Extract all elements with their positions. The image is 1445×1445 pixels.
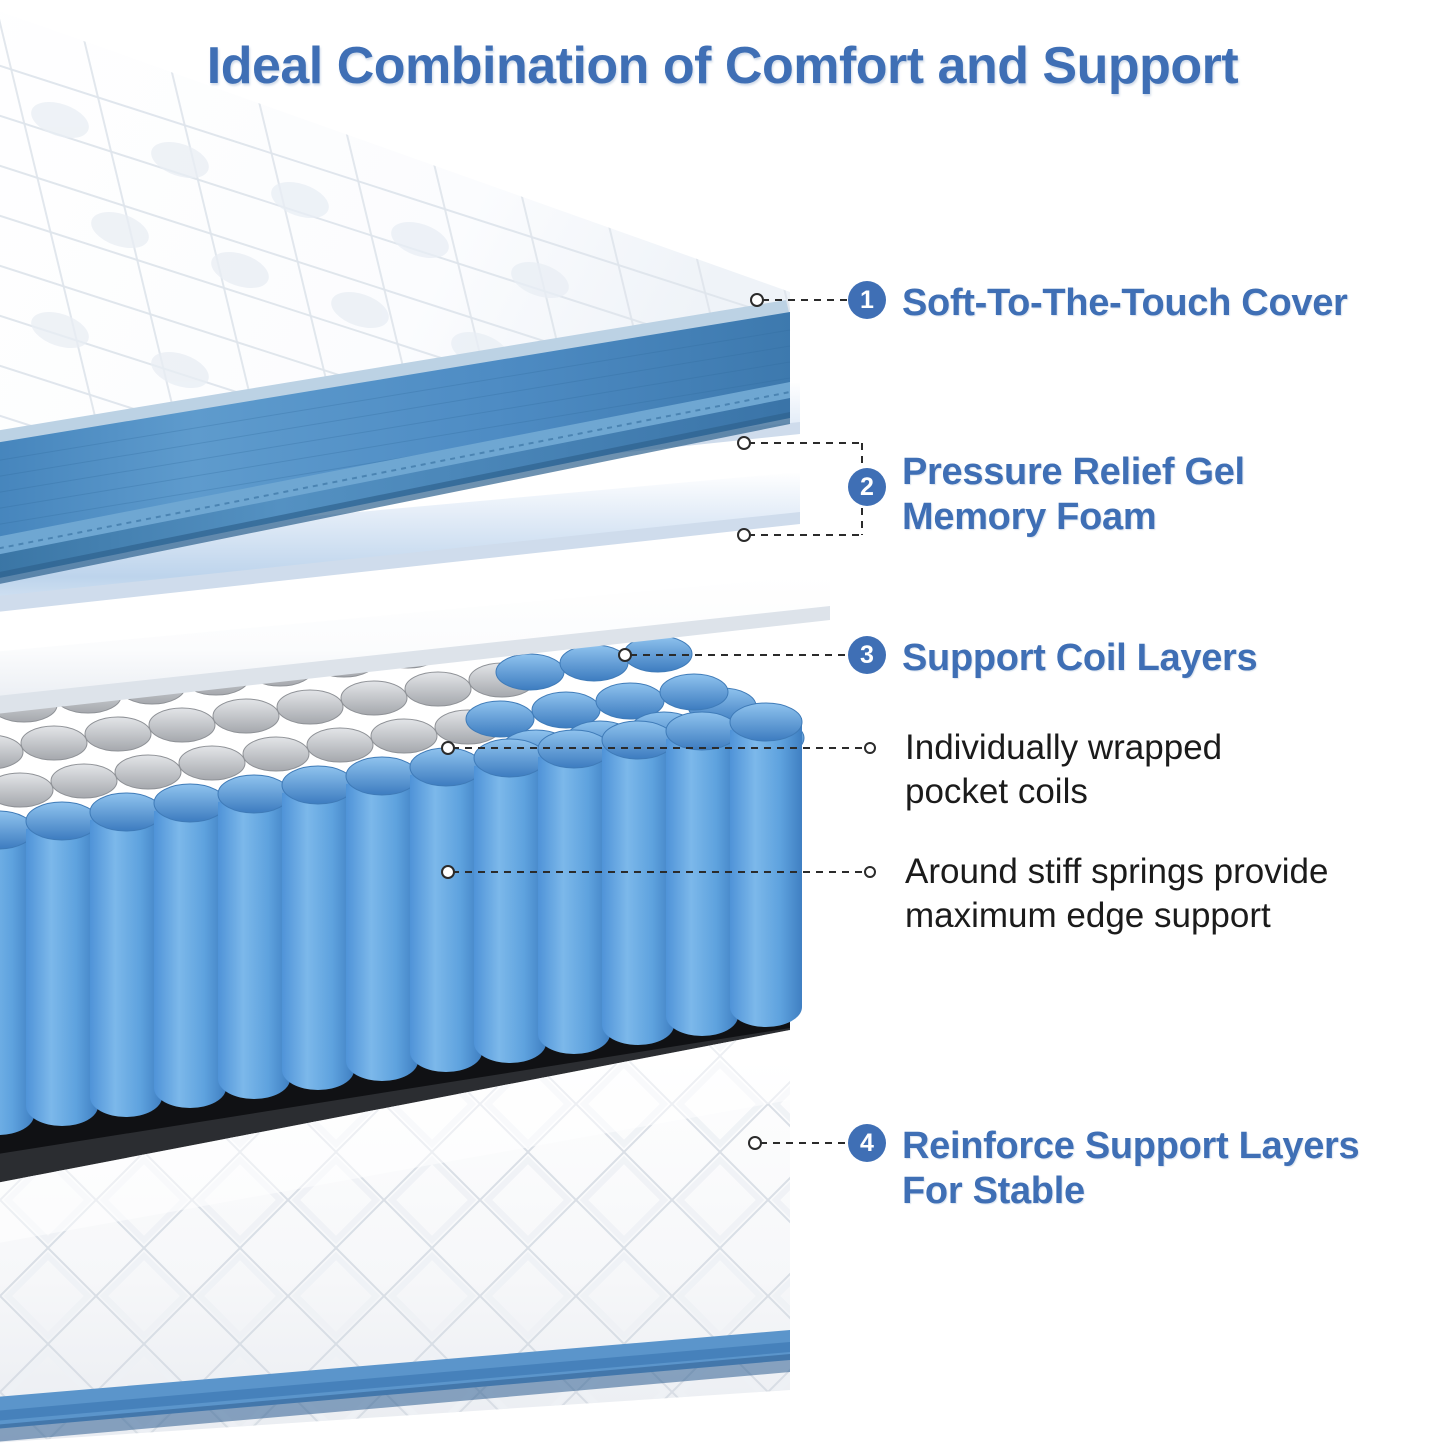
edge-support-coils-front [0, 702, 803, 1135]
layer-pocket-coil-unit [0, 624, 805, 1135]
sub-callout-2-line-2: maximum edge support [905, 895, 1271, 935]
sub-callout-1-line-1: Individually wrapped [905, 728, 1223, 767]
layer-support-foam-slab [0, 574, 830, 714]
callout-badge-1: 1 [848, 281, 886, 319]
mattress-cutaway-illustration [0, 0, 830, 1443]
callout-badge-4: 4 [848, 1124, 886, 1162]
leader-dot-sub-1 [441, 741, 455, 755]
callout-label-1-line-1: Soft-To-The-Touch Cover [902, 282, 1348, 324]
sub-callout-1: Individually wrapped pocket coils [905, 726, 1222, 814]
leader-dot-4 [748, 1136, 762, 1150]
callout-label-3: Support Coil Layers [902, 636, 1258, 681]
sub-callout-1-line-2: pocket coils [905, 771, 1088, 811]
callout-label-2-line-1: Pressure Relief Gel [902, 451, 1245, 493]
leader-dot-sub-2 [441, 865, 455, 879]
callout-4: 4 Reinforce Support Layers For Stable [848, 1124, 1360, 1214]
callout-label-2-line-2: Memory Foam [902, 495, 1157, 538]
page-title: Ideal Combination of Comfort and Support [206, 37, 1239, 95]
leader-dot-1 [750, 293, 764, 307]
layer-soft-to-the-touch-cover [0, 0, 791, 584]
callout-label-4-line-1: Reinforce Support Layers [902, 1125, 1360, 1167]
callout-label-3-line-1: Support Coil Layers [902, 637, 1258, 679]
leader-dot-2b [737, 528, 751, 542]
callout-badge-2: 2 [848, 468, 886, 506]
leader-dot-sub-1-end [864, 742, 876, 754]
sub-callout-2: Around stiff springs provide maximum edg… [905, 850, 1328, 938]
callout-label-2: Pressure Relief Gel Memory Foam [902, 450, 1245, 540]
callout-label-1: Soft-To-The-Touch Cover [902, 281, 1348, 326]
leader-dot-3 [618, 648, 632, 662]
leader-dot-sub-2-end [864, 866, 876, 878]
callout-1: 1 Soft-To-The-Touch Cover [848, 281, 1348, 326]
callout-label-4: Reinforce Support Layers For Stable [902, 1124, 1360, 1214]
callout-2: 2 Pressure Relief Gel Memory Foam [848, 451, 1245, 540]
callout-badge-3: 3 [848, 636, 886, 674]
callout-label-4-line-2: For Stable [902, 1169, 1085, 1212]
sub-callout-2-line-1: Around stiff springs provide [905, 852, 1329, 891]
leader-dot-2a [737, 436, 751, 450]
callout-3: 3 Support Coil Layers [848, 636, 1258, 681]
